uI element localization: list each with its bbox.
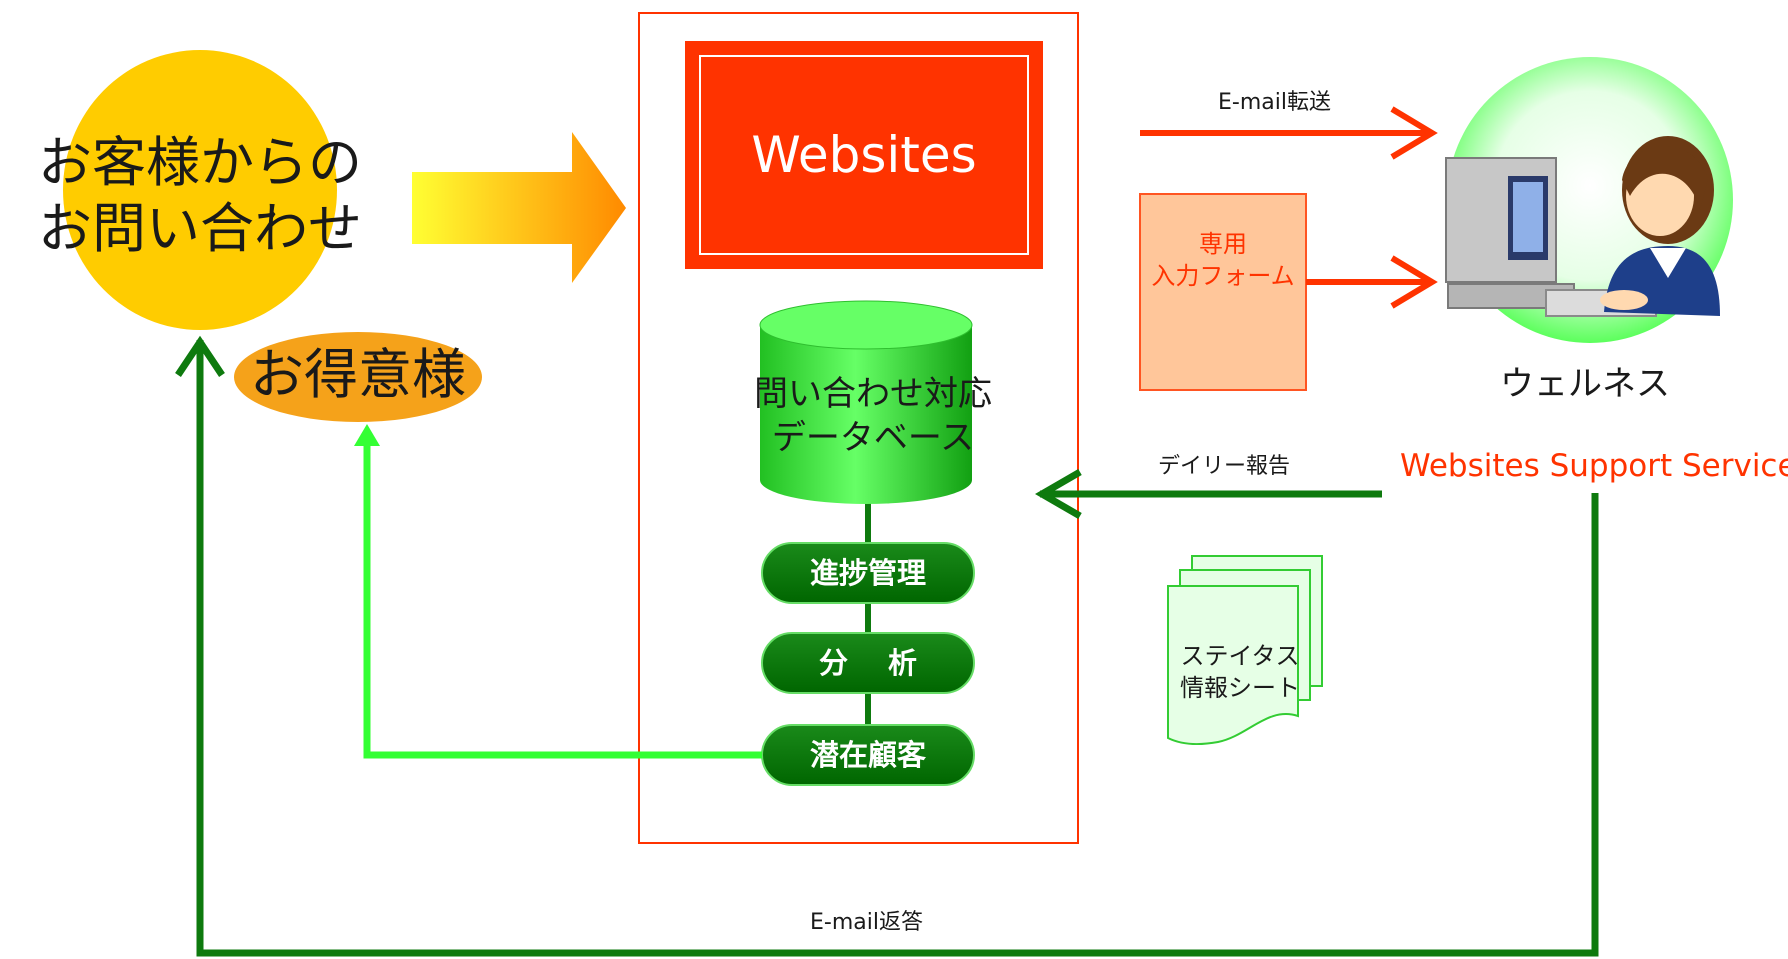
form-box — [1139, 193, 1307, 391]
websites-box-inner-border — [699, 55, 1029, 255]
database-label-line2: データベース — [771, 418, 975, 458]
vip-ellipse — [234, 332, 482, 422]
pill-analysis — [761, 632, 975, 694]
inquiry-arrow — [412, 132, 626, 283]
customer-inquiry-title: お客様からの お問い合わせ — [10, 130, 390, 262]
form-arrowhead — [1390, 255, 1438, 309]
status-sheet-stack — [1167, 555, 1323, 746]
system-frame — [638, 12, 1079, 844]
vip-label: お得意様 — [250, 343, 466, 406]
status-sheet-line1: ステイタス — [1180, 642, 1300, 670]
module-progress-label: 進捗管理 — [809, 556, 926, 590]
database-label: 問い合わせ対応 データベース — [732, 372, 1014, 460]
status-sheet-label: ステイタス 情報シート — [1166, 640, 1314, 704]
prospect-to-vip-line — [363, 440, 762, 759]
status-sheet-line2: 情報シート — [1180, 674, 1300, 702]
customer-title-line2: お問い合わせ — [38, 197, 362, 260]
email-forward-label: E-mail転送 — [1218, 90, 1331, 115]
database-cylinder — [760, 325, 972, 504]
database-label-line1: 問い合わせ対応 — [754, 374, 992, 414]
websites-box — [685, 41, 1043, 269]
operator-illustration — [1445, 57, 1733, 343]
form-label-line2: 入力フォーム — [1151, 262, 1295, 290]
prospect-to-vip-arrowhead — [354, 424, 380, 446]
email-reply-line — [196, 340, 1599, 957]
form-label: 専用 入力フォーム — [1140, 228, 1306, 292]
email-forward-arrowhead — [1390, 106, 1438, 160]
module-analysis-label: 分 析 — [818, 646, 918, 680]
websites-label: Websites — [751, 126, 977, 184]
daily-report-arrowhead — [1035, 468, 1082, 520]
email-reply-arrowhead — [175, 335, 225, 377]
form-label-line1: 専用 — [1199, 230, 1247, 258]
customer-title-line1: お客様からの — [38, 131, 362, 194]
customer-circle — [63, 50, 337, 330]
database-cylinder-top — [759, 300, 973, 350]
pill-progress — [761, 542, 975, 604]
support-service-label: Websites Support Service — [1400, 448, 1788, 484]
daily-report-label: デイリー報告 — [1158, 454, 1291, 479]
operator-name: ウェルネス — [1500, 364, 1670, 404]
module-prospect-label: 潜在顧客 — [809, 738, 926, 772]
email-reply-label: E-mail返答 — [810, 910, 923, 935]
